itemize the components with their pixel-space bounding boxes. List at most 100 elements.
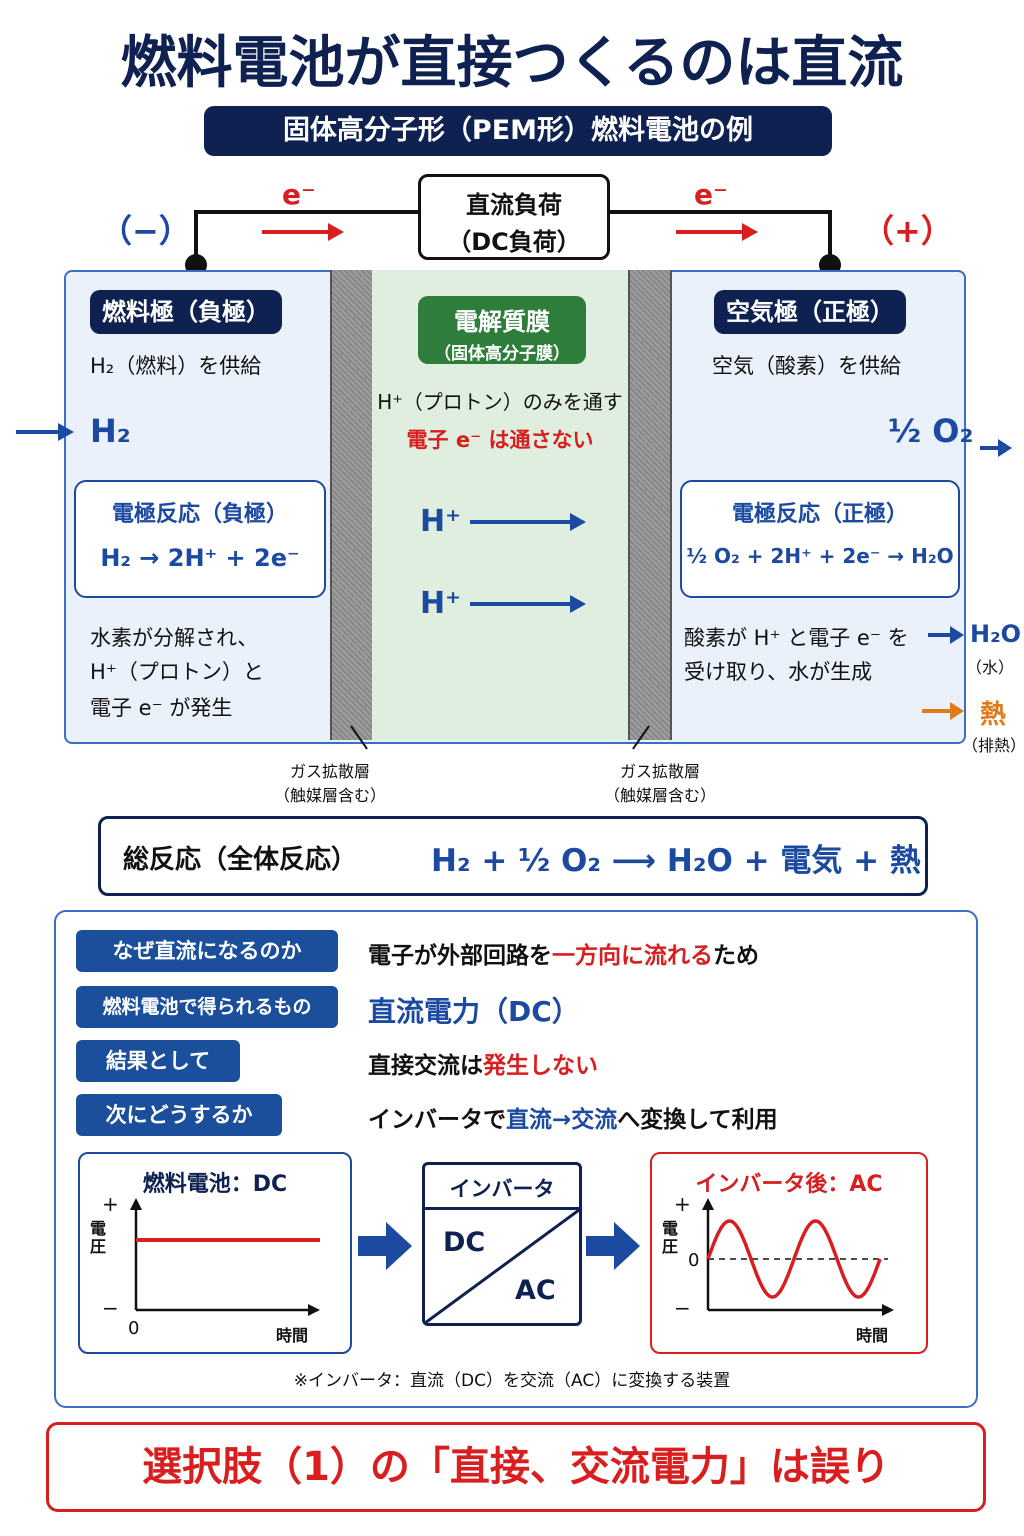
heat-output-label: 熱: [980, 700, 1007, 730]
qa-answer-4: インバータで直流→交流へ変換して利用: [368, 1100, 778, 1134]
membrane-label-pill: 電解質膜 （固体高分子膜）: [418, 296, 586, 364]
qa-answer-3: 直接交流は発生しない: [368, 1046, 598, 1080]
dc-graph-y-axis-arrow: [130, 1198, 142, 1210]
gdl-label-right: ガス拡散層 （触媒層含む）: [590, 758, 730, 806]
proton-arrowhead-2: [570, 595, 586, 613]
electron-label-left: e⁻: [282, 178, 316, 211]
heat-output-arrow: [922, 709, 954, 713]
qa-answer-2: 直流電力（DC）: [368, 990, 580, 1030]
cathode-reaction-title: 電極反応（正極）: [731, 502, 908, 527]
qa-question-4: 次にどうするか: [76, 1094, 282, 1136]
qa-question-3: 結果として: [76, 1040, 240, 1082]
conclusion-box: 選択肢（1）の「直接、交流電力」は誤り: [46, 1422, 986, 1512]
heat-output-sublabel: （排熱）: [962, 736, 1024, 755]
anode-desc-2: H⁺（プロトン）と: [90, 660, 264, 684]
inverter-ac-label: AC: [515, 1275, 556, 1306]
overall-reaction-box: 総反応（全体反応） H₂ + ½ O₂ ⟶ H₂O + 電気 + 熱: [98, 816, 928, 896]
qa-answer-4-highlight: 直流→交流: [506, 1107, 618, 1133]
water-output-sublabel: （水）: [966, 658, 1015, 677]
block-arrow-2: [586, 1222, 640, 1270]
membrane-label: 電解質膜: [454, 308, 550, 336]
proton-arrow-2: [470, 602, 574, 606]
ac-voltage-wave: [706, 1219, 882, 1299]
block-arrow-1: [358, 1222, 412, 1270]
cathode-desc-1: 酸素が H⁺ と電子 e⁻ を: [684, 626, 909, 650]
cathode-reaction-equation: ½ O₂ + 2H⁺ + 2e⁻ → H₂O: [686, 544, 954, 568]
ac-graph-minus: −: [674, 1296, 691, 1320]
dc-graph-plus: +: [102, 1192, 119, 1216]
proton-arrow-1: [470, 520, 574, 524]
h2-input-label: H₂: [90, 412, 131, 450]
water-output-arrowhead: [950, 626, 964, 644]
gdl-label-right-1: ガス拡散層: [619, 762, 700, 781]
o2-output-arrowhead: [998, 439, 1012, 457]
gdl-label-left-1: ガス拡散層: [289, 762, 370, 781]
dc-load-sublabel: （DC負荷）: [447, 228, 581, 256]
qa-question-2: 燃料電池で得られるもの: [76, 986, 338, 1028]
gdl-label-left-2: （触媒層含む）: [273, 786, 386, 805]
inverter-box: インバータ DC AC: [422, 1162, 582, 1326]
dc-graph-minus: −: [102, 1296, 119, 1320]
ac-graph-plot: [702, 1198, 894, 1316]
electron-arrow-left: [262, 230, 332, 234]
ac-graph-box: インバータ後：AC + 電圧 0 − 時間: [650, 1152, 928, 1354]
inverter-diagonal: [425, 1210, 579, 1323]
anode-label: 燃料極（負極）: [90, 290, 282, 334]
qa-answer-4-pre: インバータで: [368, 1107, 506, 1133]
ac-graph-plus: +: [674, 1192, 691, 1216]
page-title: 燃料電池が直接つくるのは直流: [120, 31, 904, 96]
anode-reaction-title: 電極反応（負極）: [111, 502, 288, 527]
dc-graph-x-axis-arrow: [308, 1304, 320, 1316]
h2-input-arrowhead: [58, 423, 74, 441]
proton-label-1: H⁺: [420, 504, 461, 539]
ac-graph-title: インバータ後：AC: [695, 1172, 883, 1197]
conclusion-text: 選択肢（1）の「直接、交流電力」は誤り: [142, 1444, 890, 1490]
circuit-wire-right: [606, 210, 832, 214]
overall-reaction-equation: H₂ + ½ O₂ ⟶ H₂O + 電気 + 熱: [431, 843, 921, 879]
inverter-title: インバータ: [449, 1177, 555, 1201]
footnote: ※インバータ：直流（DC）を交流（AC）に変換する装置: [293, 1371, 731, 1391]
qa-answer-2-highlight: 直流電力（DC）: [368, 995, 580, 1028]
anode-reaction-box: 電極反応（負極） H₂ → 2H⁺ + 2e⁻: [74, 480, 326, 598]
electron-arrowhead-right: [742, 223, 758, 241]
circuit-wire-left-down: [194, 210, 198, 264]
o2-input-label: ½ O₂: [888, 412, 974, 450]
dc-load-label: 直流負荷: [466, 191, 562, 219]
dc-graph-zero: 0: [128, 1318, 140, 1339]
ac-graph-x-label: 時間: [856, 1326, 889, 1345]
ac-graph-y-axis-arrow: [702, 1198, 714, 1210]
o2-output-arrow: [980, 446, 1002, 450]
qa-answer-4-post: へ変換して利用: [617, 1107, 778, 1133]
inverter-title-divider: [425, 1207, 579, 1210]
dc-graph-box: 燃料電池：DC + 電圧 − 0 時間: [78, 1152, 352, 1354]
anode-reaction-equation: H₂ → 2H⁺ + 2e⁻: [100, 544, 300, 572]
anode-desc-3: 電子 e⁻ が発生: [90, 696, 233, 720]
h2-input-arrow: [16, 430, 62, 434]
dc-graph-plot: [130, 1198, 320, 1316]
circuit-wire-left: [194, 210, 420, 214]
membrane-note-1: H⁺（プロトン）のみを通す: [377, 390, 623, 414]
water-output-arrow: [928, 633, 954, 637]
cathode-desc-2: 受け取り、水が生成: [684, 660, 873, 684]
membrane-note-2: 電子 e⁻ は通さない: [406, 428, 594, 452]
anode-desc-1: 水素が分解され、: [90, 626, 259, 650]
electron-arrow-right: [676, 230, 746, 234]
inverter-dc-label: DC: [443, 1227, 486, 1258]
proton-arrowhead-1: [570, 513, 586, 531]
plus-terminal-label: （+）: [862, 212, 953, 250]
electron-label-right: e⁻: [694, 178, 728, 211]
qa-answer-1-pre: 電子が外部回路を: [368, 943, 552, 969]
gas-diffusion-layer-left: [330, 270, 374, 740]
ac-graph-x-axis-arrow: [882, 1304, 894, 1316]
dc-graph-x-label: 時間: [276, 1326, 309, 1345]
ac-graph-zero: 0: [688, 1250, 700, 1271]
ac-graph-y-label: 電圧: [662, 1219, 679, 1256]
dc-graph-y-label: 電圧: [90, 1219, 107, 1256]
qa-answer-3-highlight: 発生しない: [483, 1053, 598, 1079]
membrane-sublabel: （固体高分子膜）: [434, 344, 570, 364]
heat-output-arrowhead: [950, 702, 964, 720]
dc-load-box: 直流負荷 （DC負荷）: [418, 174, 610, 260]
circuit-wire-right-down: [828, 210, 832, 264]
qa-question-1: なぜ直流になるのか: [76, 930, 338, 972]
water-output-label: H₂O: [970, 620, 1021, 648]
